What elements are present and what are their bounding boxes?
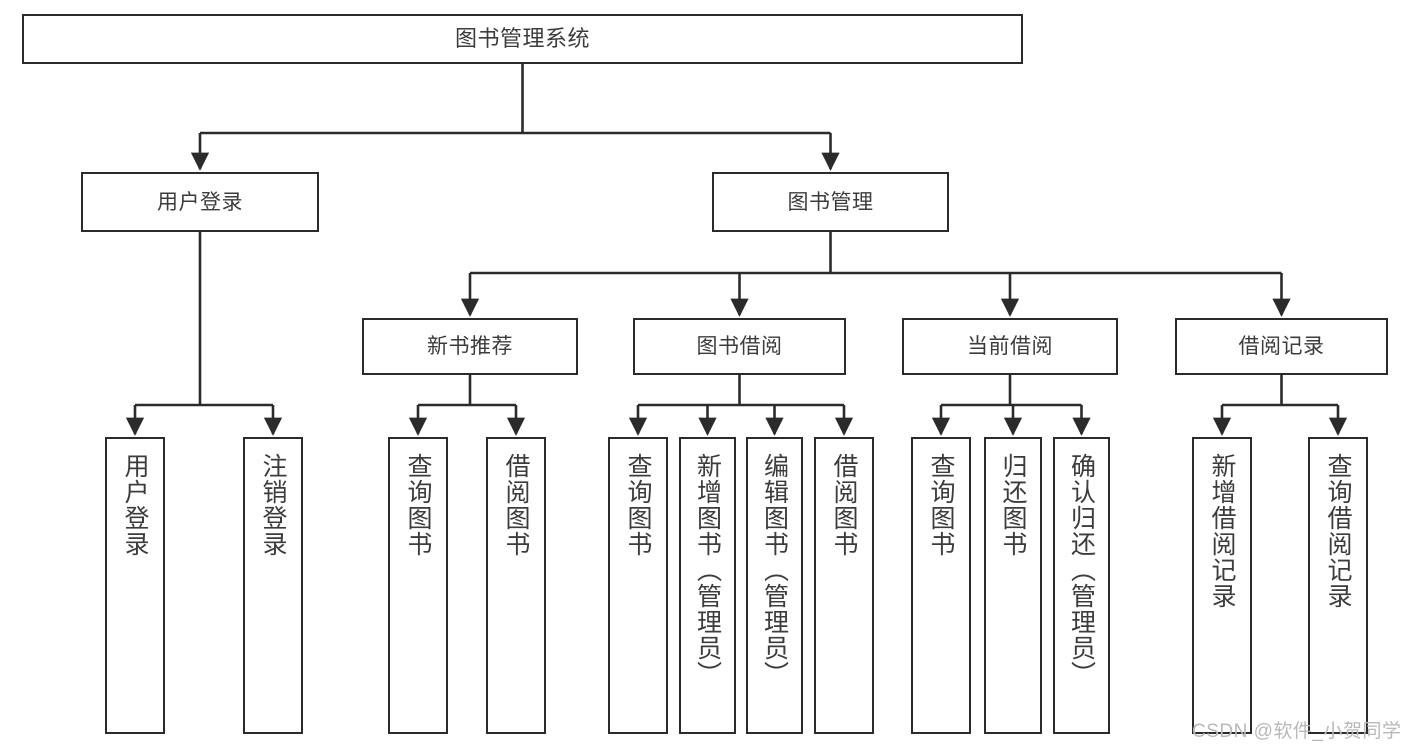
leaf-add-borrow-record-label: 新增借阅记录 [1208,453,1236,609]
leaf-add-book[interactable]: 新增图书（管理员） [679,437,736,734]
leaf-add-borrow-record[interactable]: 新增借阅记录 [1192,437,1252,734]
leaf-return-book-label: 归还图书 [999,453,1027,557]
leaf-borrow-book-recommend-label: 借阅图书 [502,453,530,557]
leaf-borrow-book[interactable]: 借阅图书 [814,437,874,734]
leaf-user-login-label: 用户登录 [121,453,149,557]
node-borrow-record-label: 借阅记录 [1238,335,1325,358]
leaf-edit-book[interactable]: 编辑图书（管理员） [746,437,803,734]
node-book-management[interactable]: 图书管理 [712,172,949,232]
leaf-logout-label: 注销登录 [259,453,287,557]
leaf-return-book[interactable]: 归还图书 [984,437,1042,734]
leaf-query-book-current-label: 查询图书 [927,453,955,557]
node-new-book-recommend[interactable]: 新书推荐 [362,318,578,375]
leaf-query-book-borrow[interactable]: 查询图书 [608,437,668,734]
node-current-borrow-label: 当前借阅 [967,335,1053,358]
leaf-confirm-return-label: 确认归还（管理员） [1067,453,1096,687]
node-book-borrow-label: 图书借阅 [696,335,783,358]
node-borrow-record[interactable]: 借阅记录 [1175,318,1388,375]
node-current-borrow[interactable]: 当前借阅 [902,318,1118,375]
node-root[interactable]: 图书管理系统 [22,14,1023,64]
leaf-query-borrow-record-label: 查询借阅记录 [1324,453,1352,609]
leaf-query-book-recommend-label: 查询图书 [404,453,432,557]
leaf-logout[interactable]: 注销登录 [243,437,303,734]
node-root-label: 图书管理系统 [454,26,590,51]
node-user-login-label: 用户登录 [157,190,243,214]
csdn-watermark: CSDN @软件_小贺同学 [1192,721,1402,742]
leaf-borrow-book-label: 借阅图书 [830,453,858,557]
leaf-query-book-current[interactable]: 查询图书 [911,437,971,734]
node-new-book-recommend-label: 新书推荐 [427,335,513,358]
leaf-user-login[interactable]: 用户登录 [105,437,165,734]
node-book-management-label: 图书管理 [787,190,874,214]
leaf-add-book-label: 新增图书（管理员） [693,453,722,687]
leaf-query-book-borrow-label: 查询图书 [624,453,652,557]
leaf-query-borrow-record[interactable]: 查询借阅记录 [1308,437,1368,734]
leaf-confirm-return[interactable]: 确认归还（管理员） [1053,437,1110,734]
node-book-borrow[interactable]: 图书借阅 [633,318,846,375]
node-user-login[interactable]: 用户登录 [81,172,319,232]
leaf-borrow-book-recommend[interactable]: 借阅图书 [486,437,546,734]
leaf-query-book-recommend[interactable]: 查询图书 [388,437,448,734]
leaf-edit-book-label: 编辑图书（管理员） [760,453,789,687]
